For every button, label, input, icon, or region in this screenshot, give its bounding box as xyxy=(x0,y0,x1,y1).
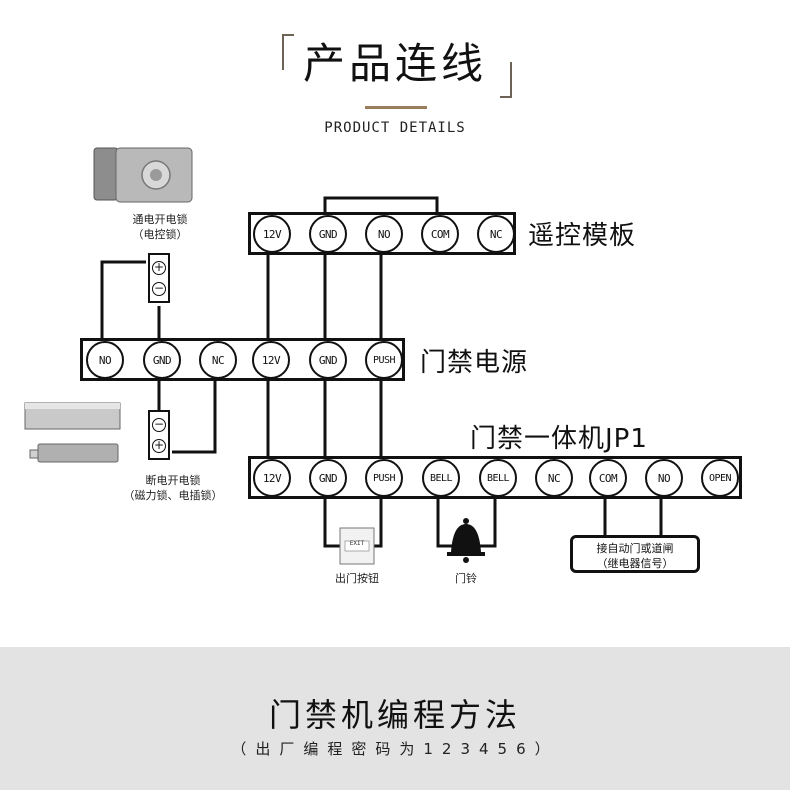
auto-door-relay-box: 接自动门或道闸 （继电器信号） xyxy=(570,535,700,573)
plus-icon: + xyxy=(152,438,166,453)
controller-terminal-no: NO xyxy=(645,459,683,497)
controller-terminal-push: PUSH xyxy=(365,459,403,497)
controller-terminal-com: COM xyxy=(589,459,627,497)
remote-module-strip: 12V GND NO COM NC xyxy=(248,212,516,255)
controller-terminal-open: OPEN xyxy=(701,459,739,497)
power-off-lock-label: 断电开电锁 （磁力锁、电插锁） xyxy=(118,473,228,503)
connector-lock2: − + xyxy=(148,410,170,460)
exit-button-face-text: EXIT xyxy=(349,540,365,547)
wire-lock1-no xyxy=(100,260,146,341)
remote-module-label: 遥控模板 xyxy=(528,221,637,251)
remote-terminal-no: NO xyxy=(365,215,403,253)
remote-terminal-nc: NC xyxy=(477,215,515,253)
power-terminal-12v: 12V xyxy=(252,341,290,379)
title-underline xyxy=(365,106,427,109)
plus-icon: + xyxy=(152,260,166,275)
auto-door-line1: 接自动门或道闸 xyxy=(596,542,674,555)
remote-terminal-gnd: GND xyxy=(309,215,347,253)
wire-bell-1 xyxy=(436,493,452,548)
wire-bell-2 xyxy=(480,493,497,548)
power-supply-label: 门禁电源 xyxy=(420,348,529,378)
wire-lock2-nc xyxy=(172,377,217,454)
remote-terminal-com: COM xyxy=(421,215,459,253)
controller-terminal-12v: 12V xyxy=(253,459,291,497)
title-bracket-right xyxy=(500,62,512,98)
power-terminal-nc: NC xyxy=(199,341,237,379)
title-bracket-left xyxy=(282,34,294,70)
exit-button-icon xyxy=(339,527,375,565)
wire-exit-gnd xyxy=(323,493,340,548)
electric-lock-icon xyxy=(93,147,193,203)
power-off-lock-label-line2: （磁力锁、电插锁） xyxy=(123,489,223,502)
controller-terminal-nc: NC xyxy=(535,459,573,497)
power-off-lock-label-line1: 断电开电锁 xyxy=(145,474,201,487)
power-terminal-no: NO xyxy=(86,341,124,379)
auto-door-line2: （继电器信号） xyxy=(596,557,674,570)
exit-button-label: 出门按钮 xyxy=(335,572,379,585)
controller-terminal-gnd: GND xyxy=(309,459,347,497)
connector-lock1: + − xyxy=(148,253,170,303)
remote-terminal-12v: 12V xyxy=(253,215,291,253)
wire-gnd-com-bridge xyxy=(323,196,439,215)
power-terminal-gnd: GND xyxy=(143,341,181,379)
power-terminal-gnd-2: GND xyxy=(309,341,347,379)
page-title: 产品连线 xyxy=(302,39,487,88)
controller-terminal-bell-2: BELL xyxy=(479,459,517,497)
minus-icon: − xyxy=(152,417,166,432)
magnetic-lock-icon xyxy=(24,402,121,463)
power-on-lock-label-line1: 通电开电锁 xyxy=(132,213,188,226)
door-bell-label: 门铃 xyxy=(455,572,477,585)
power-terminal-push: PUSH xyxy=(365,341,403,379)
bell-icon xyxy=(447,518,485,563)
power-on-lock-label-line2: （电控锁） xyxy=(132,228,188,241)
page-subtitle: PRODUCT DETAILS xyxy=(324,120,466,136)
controller-terminal-bell-1: BELL xyxy=(422,459,460,497)
minus-icon: − xyxy=(152,281,166,296)
footer-title: 门禁机编程方法 xyxy=(268,696,521,734)
power-supply-strip: NO GND NC 12V GND PUSH xyxy=(80,338,405,381)
footer-subtitle: （出厂编程密码为123456） xyxy=(231,740,559,758)
wire-exit-push xyxy=(372,493,383,548)
controller-label: 门禁一体机JP1 xyxy=(470,424,648,454)
controller-strip: 12V GND PUSH BELL BELL NC COM NO OPEN xyxy=(248,456,742,499)
footer-panel xyxy=(0,647,790,790)
power-on-lock-label: 通电开电锁 （电控锁） xyxy=(110,212,210,242)
